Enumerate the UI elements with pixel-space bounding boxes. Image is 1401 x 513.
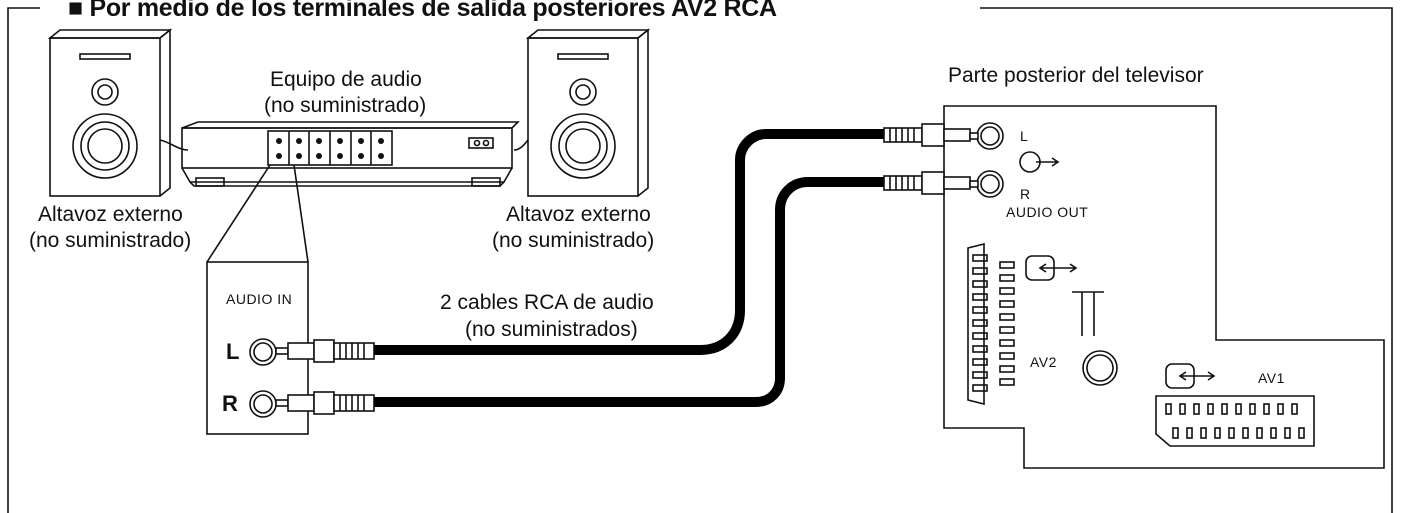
left-speaker-icon — [47, 28, 173, 197]
cables-label-2: (no suministrados) — [465, 318, 638, 341]
tv-rear-label: Parte posterior del televisor — [948, 64, 1204, 87]
speaker-wire-left — [159, 139, 189, 151]
section-heading: ■ Por medio de los terminales de salida … — [62, 0, 783, 23]
cables-label-1: 2 cables RCA de audio — [440, 291, 654, 314]
right-speaker-label-2: (no suministrado) — [492, 229, 655, 252]
left-rca-plugs — [275, 339, 375, 415]
audio-equipment-label-2: (no suministrado) — [264, 94, 427, 117]
audio-in-left-label: L — [226, 339, 240, 364]
audio-out-left-label: L — [1020, 128, 1029, 144]
audio-out-right-label: R — [1020, 186, 1031, 202]
right-speaker-label-1: Altavoz externo — [506, 203, 651, 226]
av1-label: AV1 — [1258, 370, 1285, 386]
audio-in-label: AUDIO IN — [226, 291, 293, 307]
left-speaker-label-1: Altavoz externo — [38, 203, 183, 226]
av2-label: AV2 — [1030, 354, 1057, 370]
zoom-callout-lines — [206, 164, 309, 263]
audio-equipment-label-1: Equipo de audio — [270, 68, 422, 91]
speaker-wire-right — [513, 139, 529, 151]
rca-cable-icon — [372, 129, 888, 407]
left-speaker-label-2: (no suministrado) — [29, 229, 192, 252]
audio-in-right-label: R — [222, 391, 238, 416]
audio-equipment-icon — [181, 121, 520, 187]
tv-rear-panel-icon — [943, 105, 1385, 469]
right-speaker-icon — [525, 28, 651, 197]
diagram-frame — [7, 7, 1393, 513]
audio-out-label: AUDIO OUT — [1006, 204, 1089, 220]
tv-rca-plugs — [883, 123, 979, 195]
